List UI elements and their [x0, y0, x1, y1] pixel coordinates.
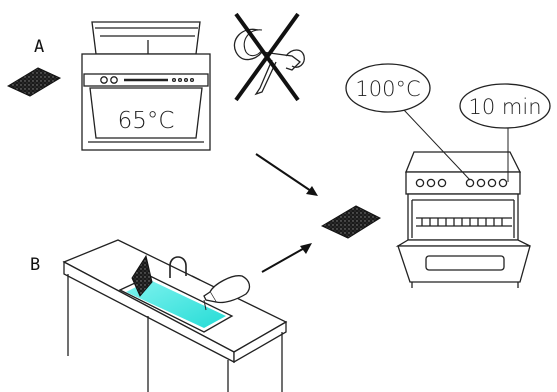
dishwasher-temperature: 65°C — [118, 108, 175, 134]
arrow-b-to-pad — [261, 243, 312, 273]
oven-timer-label: 10 min — [469, 95, 542, 119]
oven-icon — [395, 151, 531, 288]
arrow-a-to-pad — [255, 153, 318, 196]
oven-temperature-callout — [345, 63, 471, 181]
oven-timer-callout — [459, 83, 551, 182]
crossed-out-hair-dryer-icon — [233, 12, 305, 102]
filter-pad-center — [320, 205, 382, 239]
step-b-label: B — [30, 255, 40, 275]
dishwasher-icon — [81, 21, 211, 151]
oven-temperature-label: 100°C — [355, 77, 420, 101]
step-a-label: A — [34, 37, 44, 57]
sink-icon — [62, 239, 288, 392]
filter-pad-a — [6, 67, 62, 97]
